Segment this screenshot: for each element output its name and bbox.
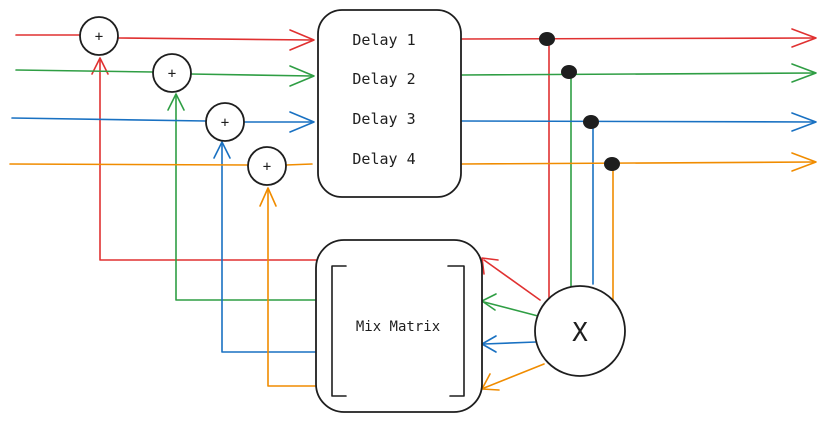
arrow-into-adder1 xyxy=(91,57,109,75)
input-2-wire xyxy=(15,69,154,73)
multiplier-to-matrix-green xyxy=(483,301,539,317)
mix-matrix-label: Mix Matrix xyxy=(356,319,440,335)
delay-block: Delay 1 Delay 2 Delay 3 Delay 4 xyxy=(317,9,462,198)
multiplier-to-matrix-red xyxy=(483,259,541,301)
adder-3-symbol: + xyxy=(221,115,229,131)
delay-block-box xyxy=(317,9,462,198)
matrix-to-adder4-wire xyxy=(267,189,317,387)
arrow-into-adder2 xyxy=(167,93,185,111)
adder-3-circle xyxy=(205,102,245,142)
input-3-wire xyxy=(11,117,207,122)
adder-1-circle xyxy=(79,16,119,56)
arrow-into-adder3 xyxy=(213,141,231,159)
channel-2-wires xyxy=(15,63,817,317)
arrow-into-adder4 xyxy=(259,187,277,207)
adder-4: + xyxy=(247,146,287,186)
junction-dot-2 xyxy=(561,65,577,79)
multiplier-circle xyxy=(534,285,626,377)
channel-4-wires xyxy=(9,152,817,391)
adder4-to-delay4-wire xyxy=(285,163,313,166)
matrix-to-adder3-wire xyxy=(221,143,317,353)
mix-matrix-block: Mix Matrix xyxy=(315,239,483,413)
multiplier-symbol: X xyxy=(572,318,588,348)
output-1-arrow xyxy=(791,28,817,48)
adder-2: + xyxy=(152,53,192,93)
junction-dot-3 xyxy=(583,115,599,129)
channel-3-wires xyxy=(11,111,817,353)
adder-2-symbol: + xyxy=(168,66,176,82)
adder2-to-delay2-wire xyxy=(189,73,313,77)
delay-3-label: Delay 3 xyxy=(352,110,415,128)
delay1-output-wire xyxy=(461,37,815,40)
arrow-into-delay1 xyxy=(289,29,315,51)
adder-2-circle xyxy=(152,53,192,93)
matrix-to-adder1-wire xyxy=(99,59,317,261)
delay-4-label: Delay 4 xyxy=(352,150,415,168)
arrow-into-delay3 xyxy=(289,111,315,133)
junction-dot-1 xyxy=(539,32,555,46)
multiplier-node: X xyxy=(534,285,626,377)
multiplier-to-matrix-orange xyxy=(483,363,545,389)
adder-3: + xyxy=(205,102,245,142)
delay-2-label: Delay 2 xyxy=(352,70,415,88)
delay4-output-wire xyxy=(461,161,815,165)
junction-dot-4 xyxy=(604,157,620,171)
delay3-output-wire xyxy=(461,120,815,123)
mix-matrix-box xyxy=(315,239,483,413)
output-4-arrow xyxy=(791,152,817,172)
multiplier-to-matrix-blue xyxy=(483,341,537,345)
delay-1-label: Delay 1 xyxy=(352,31,415,49)
arrow-into-delay2 xyxy=(289,65,315,87)
arrow-into-matrix-green xyxy=(481,293,497,311)
matrix-to-adder2-wire xyxy=(175,95,317,301)
output-3-arrow xyxy=(791,112,817,132)
delay2-output-wire xyxy=(461,72,815,76)
adder-4-circle xyxy=(247,146,287,186)
adder-1-symbol: + xyxy=(95,29,103,45)
tap-junctions xyxy=(539,32,620,171)
input-4-wire xyxy=(9,163,249,166)
adder-4-symbol: + xyxy=(263,159,271,175)
channel-1-wires xyxy=(15,28,817,307)
matrix-right-bracket xyxy=(447,265,465,397)
matrix-left-bracket xyxy=(331,265,347,397)
adder-1: + xyxy=(79,16,119,56)
output-2-arrow xyxy=(791,63,817,83)
adder1-to-delay1-wire xyxy=(117,37,313,41)
arrow-into-matrix-red xyxy=(481,257,499,275)
